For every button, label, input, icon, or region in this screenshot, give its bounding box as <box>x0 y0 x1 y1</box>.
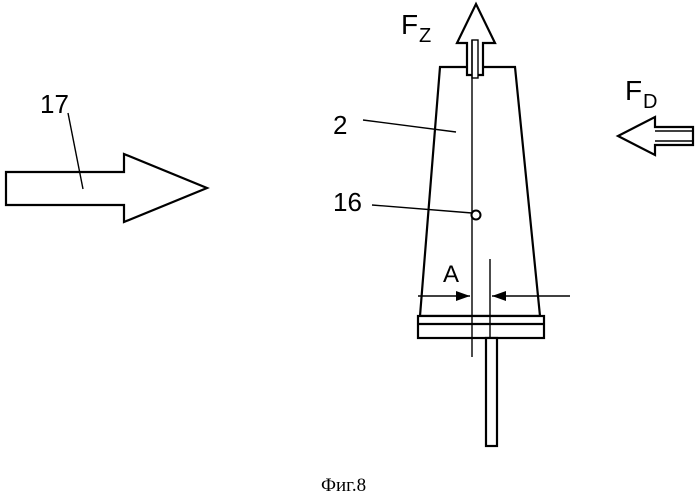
body-label: 2 <box>333 110 347 140</box>
base-plate <box>418 316 544 338</box>
force-d-arrow <box>618 117 693 155</box>
center-point <box>472 211 481 220</box>
figure-caption: Фиг.8 <box>321 475 366 496</box>
flow-arrow <box>6 154 207 222</box>
force-z-label-sub: Z <box>419 25 431 47</box>
force-z-arrow-shaft <box>472 40 478 78</box>
stem <box>486 338 497 446</box>
force-z-label-main: F <box>401 9 418 40</box>
flow-arrow-label: 17 <box>40 89 69 119</box>
point-label: 16 <box>333 187 362 217</box>
tapered-body <box>420 67 540 316</box>
dimension-label: A <box>443 261 459 288</box>
force-d-label-sub: D <box>643 91 657 113</box>
force-d-label-main: F <box>625 75 642 106</box>
